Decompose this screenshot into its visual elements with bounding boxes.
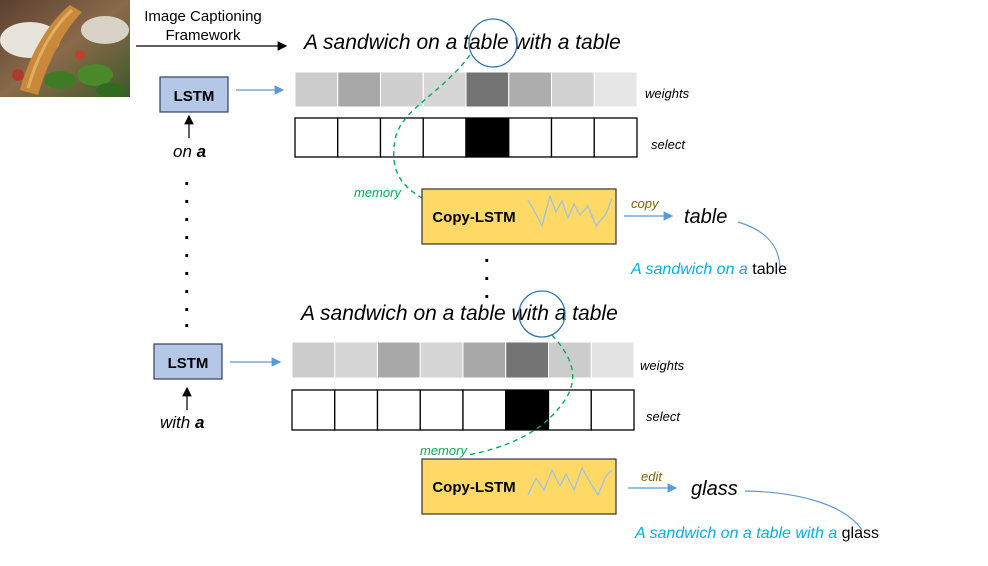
svg-text:.: .	[184, 294, 190, 316]
bottom-circled-word-marker	[518, 290, 566, 338]
top-weights-row	[294, 71, 638, 108]
top-memory-line	[393, 54, 471, 199]
top-copy-lstm-label: Copy-LSTM	[432, 209, 515, 226]
bottom-weight-cell	[419, 341, 464, 379]
top-select-cell	[422, 117, 467, 158]
top-weight-cell	[422, 71, 467, 108]
top-select-row	[294, 117, 638, 158]
top-input-plain: on	[173, 142, 197, 161]
bottom-weight-cell	[590, 341, 635, 379]
bottom-select-row	[291, 389, 635, 431]
svg-text:.: .	[184, 204, 190, 226]
bottom-result-prefix: A sandwich on a table with a	[634, 525, 842, 542]
svg-text:.: .	[184, 186, 190, 208]
top-select-cell	[550, 117, 595, 158]
svg-text:.: .	[184, 258, 190, 280]
bottom-section: A sandwich on a table with a table LSTM …	[153, 290, 879, 542]
bottom-select-cell	[547, 389, 592, 431]
svg-text:.: .	[184, 168, 190, 190]
bottom-select-cell	[505, 389, 550, 431]
bottom-copy-lstm-box	[421, 458, 617, 515]
top-weight-cell	[380, 71, 424, 108]
bottom-input-bold: a	[195, 413, 204, 432]
bottom-copy-lstm-label: Copy-LSTM	[432, 479, 515, 496]
bottom-weights-label: weights	[640, 358, 685, 373]
top-weight-cell	[294, 71, 339, 108]
svg-text:.: .	[484, 245, 490, 267]
bottom-input-label: with a	[160, 413, 204, 432]
top-output-word: table	[684, 206, 727, 228]
top-select-label: select	[651, 137, 686, 152]
top-result-word: table	[752, 261, 787, 278]
framework-label-line2: Framework	[165, 27, 241, 44]
bottom-input-plain: with	[160, 413, 195, 432]
top-result-prefix: A sandwich on a	[630, 261, 752, 278]
bottom-memory-line	[467, 334, 574, 456]
svg-text:.: .	[184, 240, 190, 262]
bottom-select-label: select	[646, 409, 681, 424]
bottom-memory-label: memory	[420, 443, 468, 458]
top-select-cell	[294, 117, 339, 158]
top-caption: A sandwich on a table with a table	[302, 31, 621, 54]
bottom-waveform-icon	[527, 466, 613, 497]
bottom-weight-cell	[334, 341, 378, 379]
top-select-cell	[379, 117, 424, 158]
top-result-text: A sandwich on a table	[630, 261, 787, 278]
bottom-lstm-box	[153, 343, 223, 380]
top-weight-cell	[551, 71, 595, 108]
top-circled-word-marker	[468, 18, 518, 68]
top-section: A sandwich on a table with a table LSTM …	[159, 18, 787, 278]
bottom-output-word: glass	[691, 478, 738, 500]
top-select-cell	[465, 117, 510, 158]
bottom-action-label: edit	[641, 469, 663, 484]
bottom-weight-cell	[377, 341, 421, 379]
top-output-curve	[737, 221, 781, 271]
bottom-lstm-label: LSTM	[168, 355, 209, 372]
middle-ellipsis: . . .	[484, 245, 490, 303]
bottom-select-cell	[334, 389, 379, 431]
bottom-output-curve	[744, 490, 863, 531]
svg-text:.: .	[184, 222, 190, 244]
svg-text:.: .	[184, 310, 190, 332]
top-waveform-icon	[527, 193, 613, 228]
top-weight-cell	[593, 71, 638, 108]
bottom-select-cell	[590, 389, 635, 431]
top-weights-label: weights	[645, 86, 690, 101]
bottom-caption: A sandwich on a table with a table	[299, 302, 618, 325]
bottom-select-cell	[419, 389, 464, 431]
bottom-select-cell	[376, 389, 421, 431]
bottom-weight-cell	[462, 341, 507, 379]
top-lstm-label: LSTM	[174, 88, 215, 105]
top-memory-label: memory	[354, 185, 402, 200]
top-input-label: on a	[173, 142, 206, 161]
svg-text:.: .	[484, 281, 490, 303]
top-select-cell	[593, 117, 638, 158]
top-action-label: copy	[631, 196, 660, 211]
top-input-bold: a	[197, 142, 206, 161]
top-lstm-box	[159, 76, 229, 113]
framework-label-line1: Image Captioning	[144, 8, 262, 25]
top-copy-lstm-box	[421, 188, 617, 245]
top-select-cell	[337, 117, 382, 158]
bottom-weight-cell	[291, 341, 336, 379]
sandwich-photo	[0, 0, 130, 97]
svg-text:.: .	[484, 263, 490, 285]
bottom-weight-cell	[505, 341, 549, 379]
top-weight-cell	[508, 71, 552, 108]
top-weight-cell	[465, 71, 510, 108]
bottom-result-text: A sandwich on a table with a glass	[634, 525, 879, 542]
top-weight-cell	[337, 71, 381, 108]
svg-text:.: .	[184, 276, 190, 298]
bottom-result-word: glass	[842, 525, 879, 542]
bottom-weights-row	[291, 341, 635, 379]
bottom-select-cell	[462, 389, 507, 431]
bottom-select-cell	[291, 389, 336, 431]
top-select-cell	[508, 117, 553, 158]
left-ellipsis: . . . . . . . . .	[184, 168, 190, 332]
